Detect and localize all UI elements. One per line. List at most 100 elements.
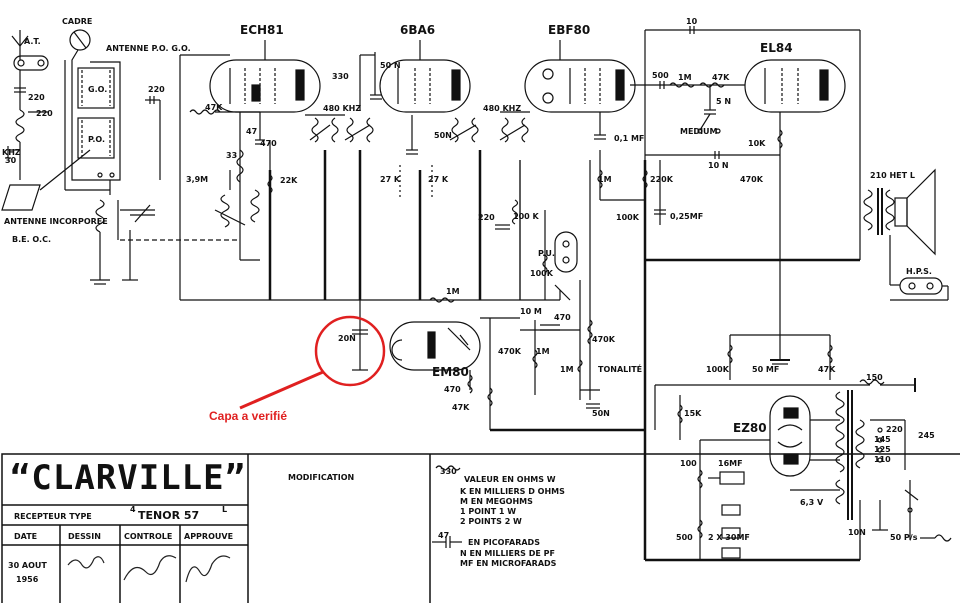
khz-label: KHZ <box>2 148 21 157</box>
value-1m-c: 1M <box>536 347 550 356</box>
value-16mf: 16MF <box>718 459 743 468</box>
tonalite-label: TONALITÉ <box>598 363 642 374</box>
value-15k: 15K <box>684 409 702 418</box>
value-470-b: 470 <box>444 385 461 394</box>
modification-label: MODIFICATION <box>288 473 354 482</box>
6ba6-label: 6BA6 <box>400 23 435 37</box>
value-220b: 220 <box>36 109 53 118</box>
input-coils <box>90 96 240 285</box>
value-30: 30 <box>5 156 17 165</box>
value-0-25mf: 0,25MF <box>670 212 703 221</box>
tap-220: 220 <box>886 425 903 434</box>
go-label: G.O. <box>88 85 107 94</box>
hz50-label: 50 P/s <box>890 533 918 542</box>
value-c47: 47 <box>246 127 257 136</box>
6ba6-tube <box>379 40 471 113</box>
antenne-po-go-label: ANTENNE P.O. G.O. <box>106 44 191 53</box>
hps-label: H.P.S. <box>906 267 932 276</box>
hps-jack <box>899 277 943 295</box>
value-1m-d: 1M <box>560 365 574 374</box>
value-50n-c: 50N <box>592 409 610 418</box>
value-10: 10 <box>686 17 698 26</box>
ez80-rectifier <box>769 395 811 477</box>
v63-label: 6,3 V <box>800 498 824 507</box>
title-block-frame <box>1 453 960 603</box>
dessin-header: DESSIN <box>68 532 101 541</box>
value-220a: 220 <box>28 93 45 102</box>
be-oc-label: B.E. O.C. <box>12 235 51 244</box>
cadre-label: CADRE <box>62 17 92 26</box>
recepteur-type-label: RECEPTEUR TYPE <box>14 512 92 521</box>
value-27k-b: 27 K <box>428 175 449 184</box>
legend-c-line2: N EN MILLIERS DE PF <box>460 549 555 558</box>
signature-dessin <box>67 556 105 569</box>
em80-label: EM80 <box>432 365 469 379</box>
value-50n-a: 50 N <box>380 61 401 70</box>
value-c220b: 220 <box>478 213 495 222</box>
value-10k: 10K <box>748 139 766 148</box>
value-500: 500 <box>652 71 669 80</box>
value-27k-a: 27 K <box>380 175 401 184</box>
em80-tube <box>389 321 481 371</box>
value-100: 100 <box>680 459 697 468</box>
value-500-b: 500 <box>676 533 693 542</box>
legend-r-line2: K EN MILLIERS D OHMS <box>460 487 565 496</box>
ebf80-tube <box>524 40 636 113</box>
value-470k-c: 470K <box>592 335 616 344</box>
value-470k-a: 470K <box>740 175 764 184</box>
at-label: A.T. <box>24 37 41 46</box>
value-10n: 10 N <box>708 161 729 170</box>
ebf80-label: EBF80 <box>548 23 590 37</box>
value-47k-a: 47K <box>205 103 223 112</box>
legend-r-line4: 1 POINT 1 W <box>460 507 516 516</box>
value-1m-bus: 1M <box>446 287 460 296</box>
approuve-header: APPROUVE <box>184 532 233 541</box>
legend-r-line5: 2 POINTS 2 W <box>460 517 522 526</box>
value-47k-b: 47K <box>712 73 730 82</box>
value-470k-b: 470K <box>498 347 522 356</box>
het-label: 210 HET L <box>870 171 915 180</box>
ez80-label: EZ80 <box>733 421 767 435</box>
signature-controle <box>123 555 177 581</box>
tap-110: 110 <box>874 455 891 464</box>
value-3-9m: 3,9M <box>186 175 208 184</box>
medium-label: MEDIUM <box>680 127 718 136</box>
value-100k-b: 100 K <box>513 212 539 221</box>
value-0-1mf: 0,1 MF <box>614 134 644 143</box>
tap-245: 245 <box>918 431 935 440</box>
controle-header: CONTROLE <box>124 532 172 541</box>
legend-c-line3: MF EN MICROFARADS <box>460 559 557 568</box>
date-line1: 30 AOUT <box>8 561 47 570</box>
legend-symbols <box>432 465 462 548</box>
value-47k-c: 47K <box>452 403 470 412</box>
value-1m-a: 1M <box>678 73 692 82</box>
ech81-tube <box>209 40 321 113</box>
tap-125: 125 <box>874 445 891 454</box>
value-50n-b: 50N <box>434 131 452 140</box>
capacitor-20n-label: 20N <box>338 334 356 343</box>
ech81-label: ECH81 <box>240 23 284 37</box>
loudspeaker <box>894 168 936 256</box>
date-line2: 1956 <box>16 575 39 584</box>
value-c470: 470 <box>260 139 277 148</box>
value-5n: 5 N <box>716 97 731 106</box>
pointer-line <box>239 370 324 410</box>
value-c33: 33 <box>226 151 237 160</box>
value-100k-a: 100K <box>616 213 640 222</box>
tap-145: 145 <box>874 435 891 444</box>
value-10n-b: 10N <box>848 528 866 537</box>
value-22k: 22K <box>280 176 298 185</box>
value-150: 150 <box>866 373 883 382</box>
signatures <box>67 555 231 583</box>
value-50mf: 50 MF <box>752 365 779 374</box>
if-480khz-b: 480 KHZ <box>483 104 521 113</box>
date-header: DATE <box>14 532 37 541</box>
po-label: P.O. <box>88 135 105 144</box>
legend-r-line1: VALEUR EN OHMS W <box>464 475 556 484</box>
brand-title: “CLARVILLE” <box>9 458 247 498</box>
value-c220: 220 <box>148 85 165 94</box>
value-2x30mf: 2 X 30MF <box>708 533 750 542</box>
if-480khz-a: 480 KHZ <box>323 104 361 113</box>
verification-annotation <box>239 315 386 410</box>
